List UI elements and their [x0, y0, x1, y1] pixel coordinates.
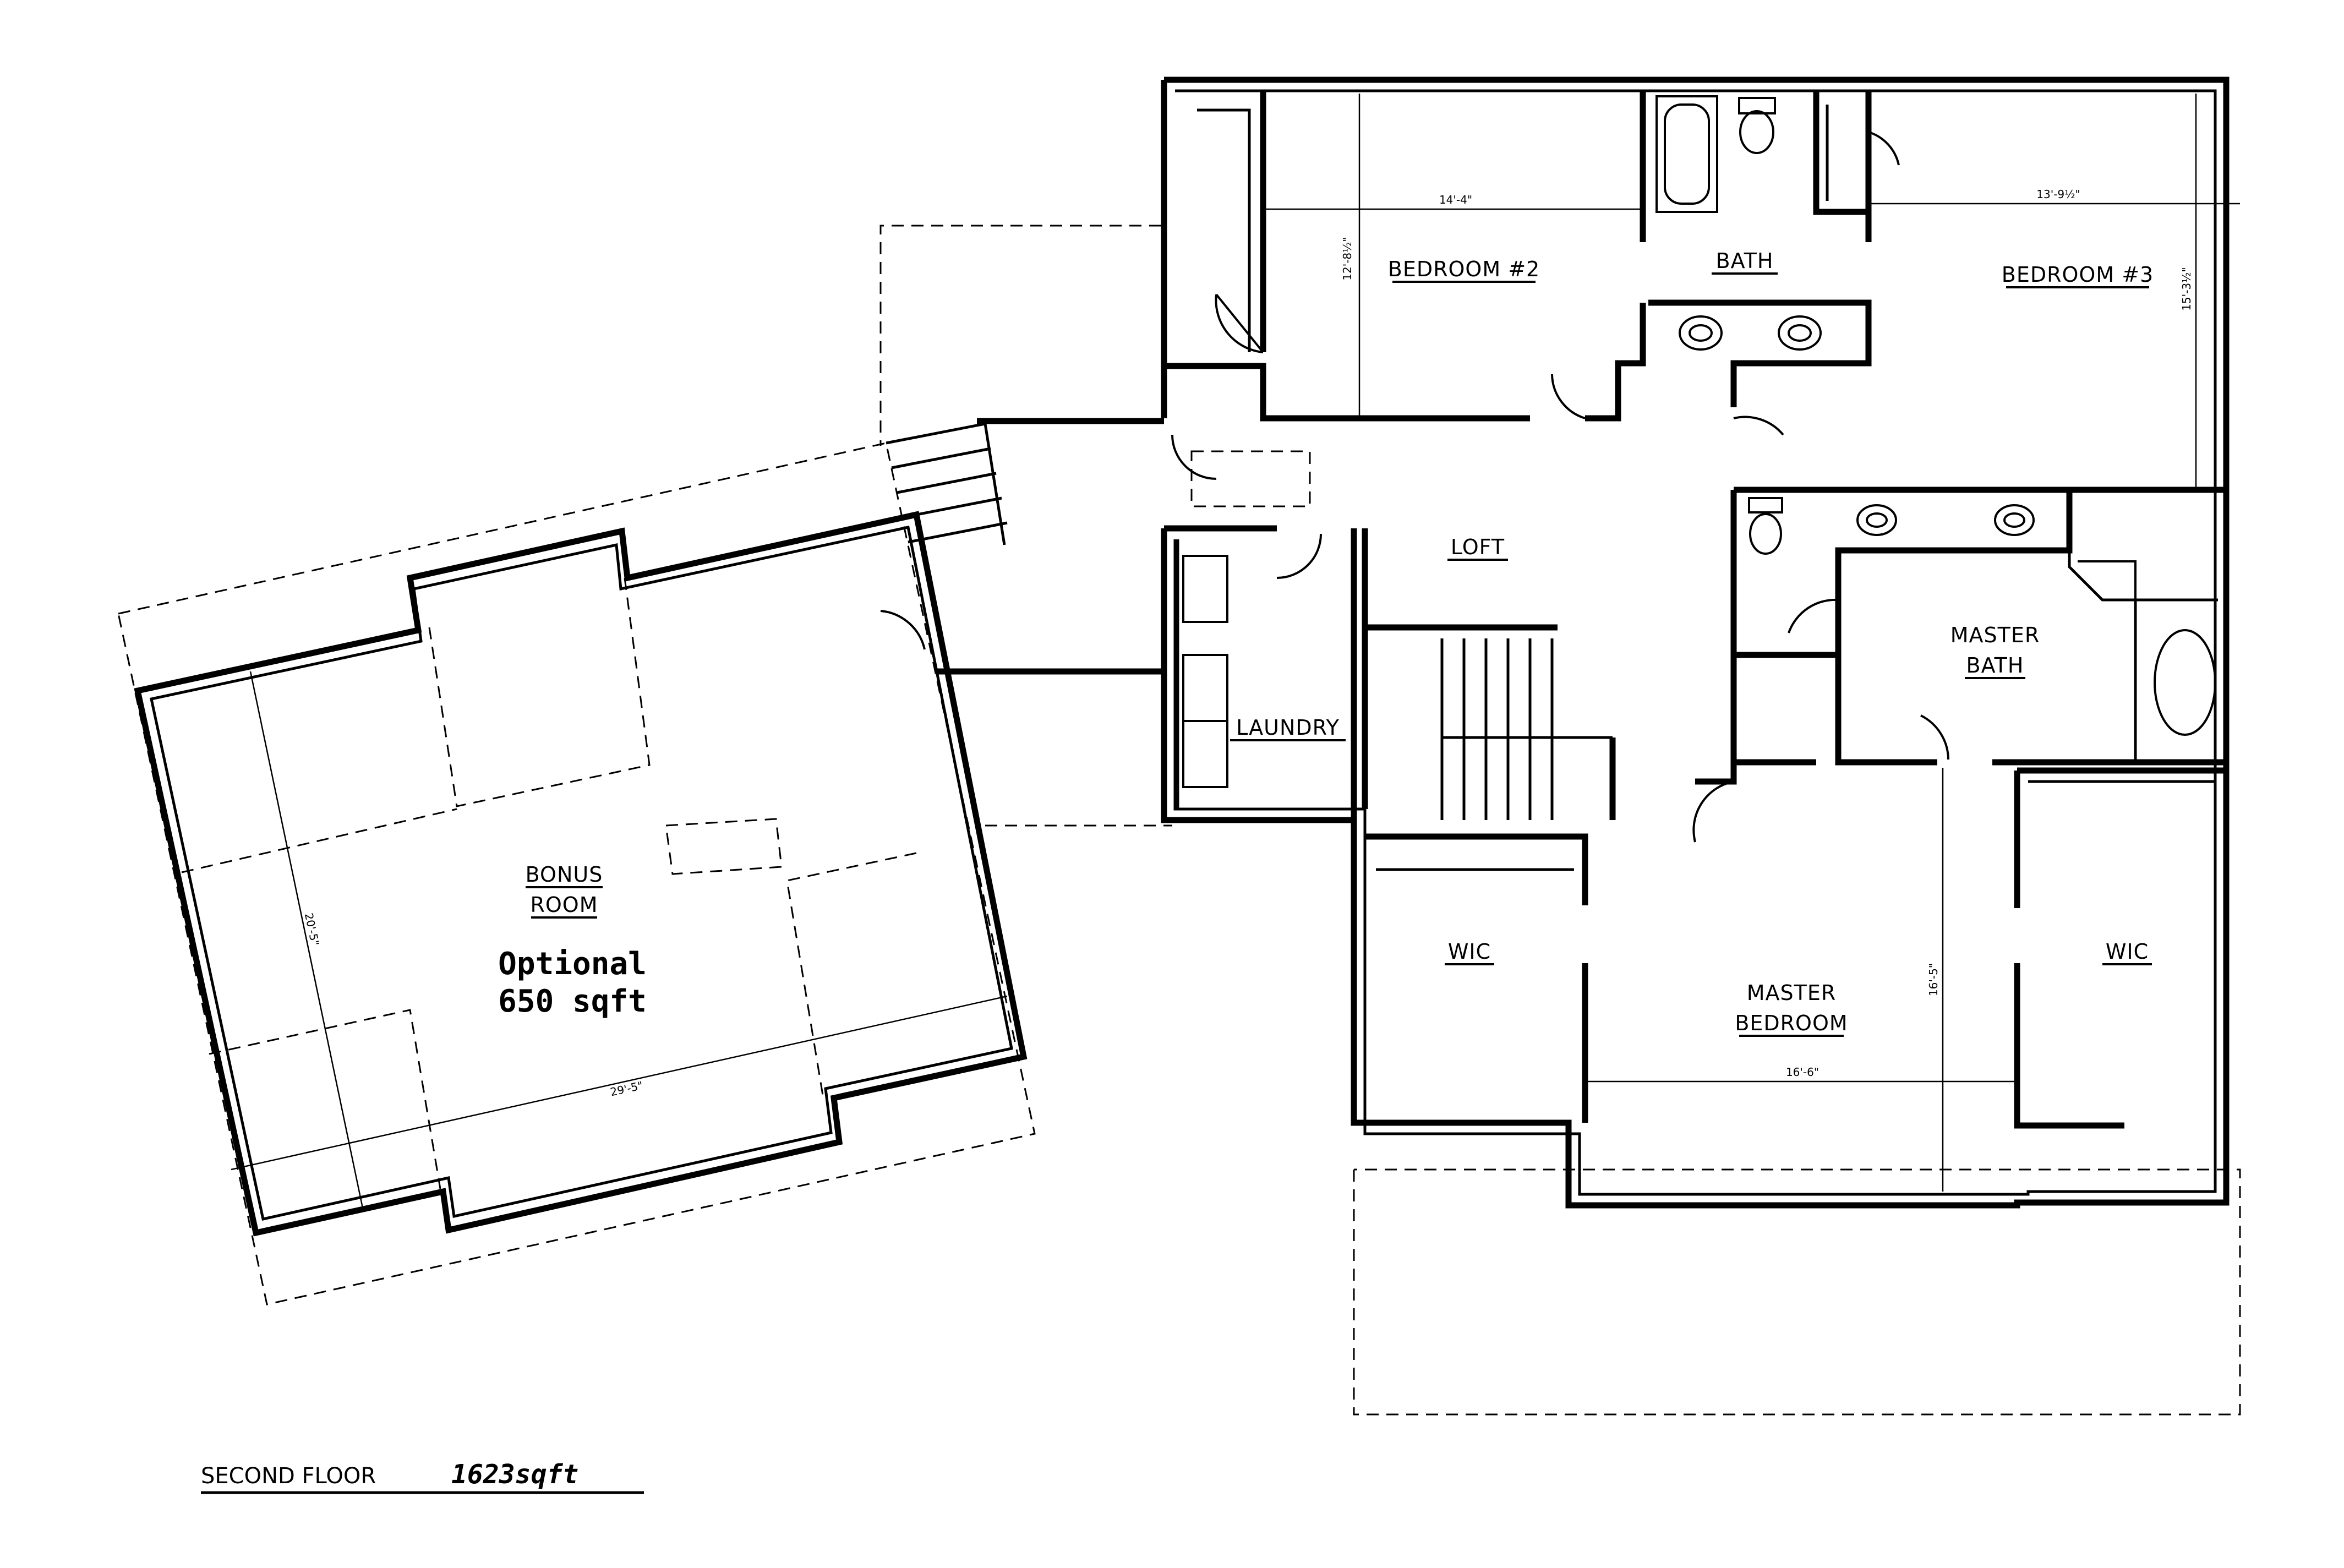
dimension-lines	[231, 94, 2240, 1211]
label-master-bedroom-line2: BEDROOM	[1735, 1011, 1848, 1035]
dim-bed2-depth: 12'-8½"	[1341, 237, 1354, 280]
label-loft: LOFT	[1451, 535, 1505, 559]
label-wic-left: WIC	[1448, 939, 1491, 964]
roof-outlines	[117, 225, 2241, 1416]
dim-bed3-width: 13'-9½"	[2036, 188, 2080, 201]
bonus-room-walls	[134, 422, 1028, 1237]
label-bath: BATH	[1716, 249, 1774, 273]
label-master-bath-line2: BATH	[1966, 653, 2024, 678]
label-master-bedroom-line1: MASTER	[1747, 981, 1837, 1005]
label-laundry: LAUNDRY	[1236, 715, 1340, 740]
doors	[880, 131, 1949, 843]
bonus-optional-note: Optional	[498, 946, 647, 982]
floor-title: SECOND FLOOR	[201, 1463, 376, 1489]
dim-master-width: 16'-6"	[1786, 1066, 1819, 1079]
label-bonus-line2: ROOM	[530, 893, 598, 917]
dim-master-depth: 16'-5"	[1927, 963, 1940, 996]
floor-area: 1623sqft	[451, 1459, 578, 1490]
dim-bed2-width: 14'-4"	[1439, 193, 1472, 206]
label-wic-right: WIC	[2106, 939, 2149, 964]
dim-bonus-width: 29'-5"	[609, 1079, 644, 1099]
label-bedroom-3: BEDROOM #3	[2002, 263, 2154, 287]
label-bonus-line1: BONUS	[526, 862, 603, 887]
label-bedroom-2: BEDROOM #2	[1388, 257, 1540, 281]
dim-bed3-depth: 15'-3½"	[2180, 267, 2193, 310]
house-walls	[936, 77, 2230, 1209]
label-master-bath-line1: MASTER	[1950, 623, 2040, 647]
bonus-area-note: 650 sqft	[498, 984, 647, 1019]
